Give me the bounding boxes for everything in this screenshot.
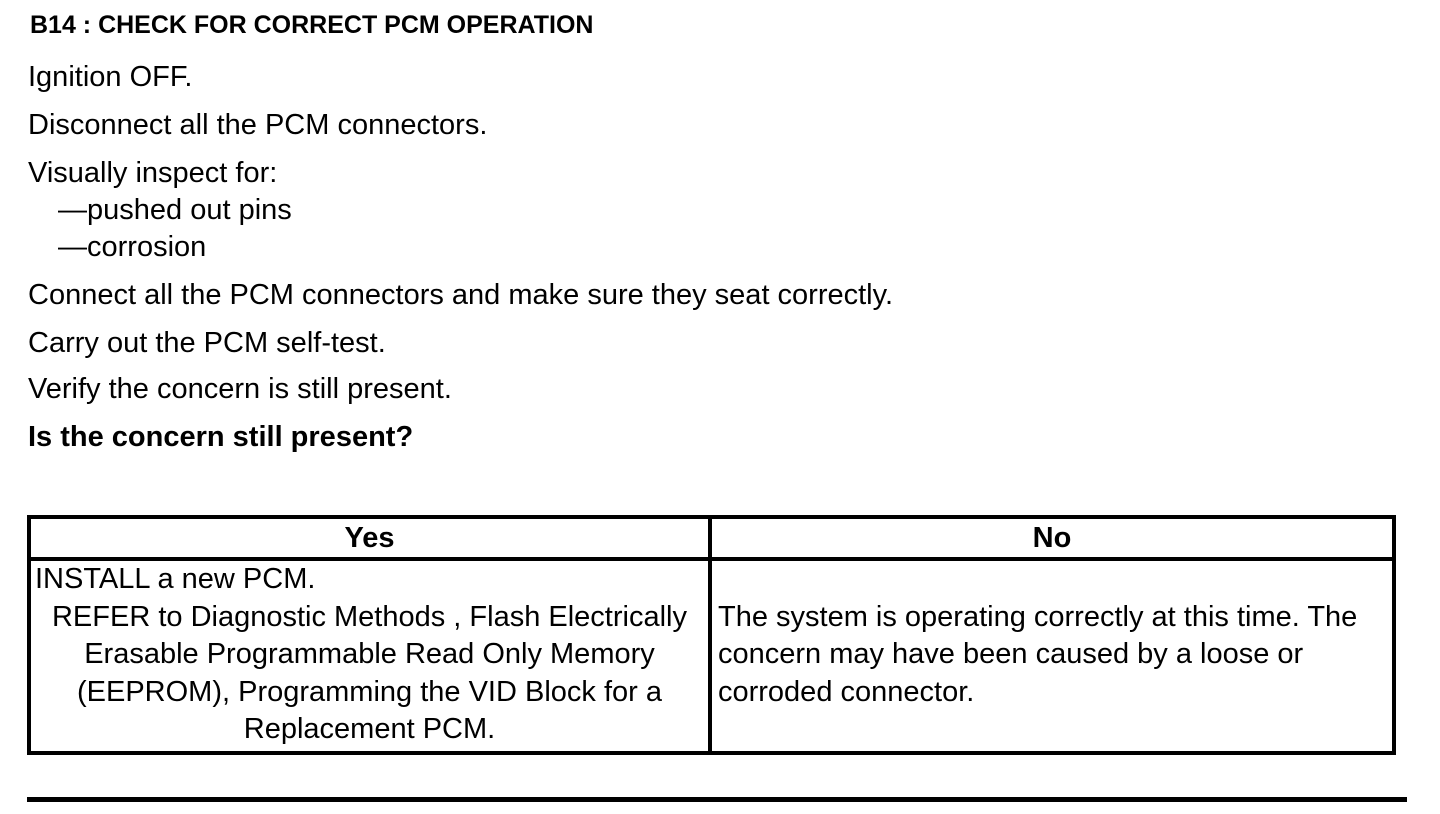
- yes-cell: INSTALL a new PCM. REFER to Diagnostic M…: [27, 557, 712, 755]
- result-table-header-row: Yes No: [27, 515, 1397, 561]
- step-self-test: Carry out the PCM self-test.: [28, 327, 386, 359]
- inspect-item-pushed-out-pins: —pushed out pins: [58, 194, 292, 226]
- procedure-heading: B14 : CHECK FOR CORRECT PCM OPERATION: [30, 11, 594, 39]
- step-ignition-off: Ignition OFF.: [28, 61, 193, 93]
- step-verify-concern: Verify the concern is still present.: [28, 373, 452, 405]
- result-table: Yes No INSTALL a new PCM. REFER to Diagn…: [27, 515, 1397, 755]
- step-disconnect-connectors: Disconnect all the PCM connectors.: [28, 109, 488, 141]
- no-cell: The system is operating correctly at thi…: [707, 557, 1397, 755]
- no-result-text: The system is operating correctly at thi…: [717, 600, 1358, 708]
- yes-reference: REFER to Diagnostic Methods , Flash Elec…: [51, 600, 687, 746]
- result-table-row: INSTALL a new PCM. REFER to Diagnostic M…: [27, 557, 1397, 755]
- inspect-item-corrosion: —corrosion: [58, 231, 207, 263]
- step-visually-inspect: Visually inspect for:: [28, 157, 278, 189]
- step-connect-connectors: Connect all the PCM connectors and make …: [28, 279, 894, 311]
- yes-action: INSTALL a new PCM.: [35, 563, 316, 595]
- section-divider: [27, 797, 1407, 802]
- no-column-header: No: [707, 515, 1397, 561]
- diagnostic-question: Is the concern still present?: [28, 421, 414, 453]
- yes-column-header: Yes: [27, 515, 712, 561]
